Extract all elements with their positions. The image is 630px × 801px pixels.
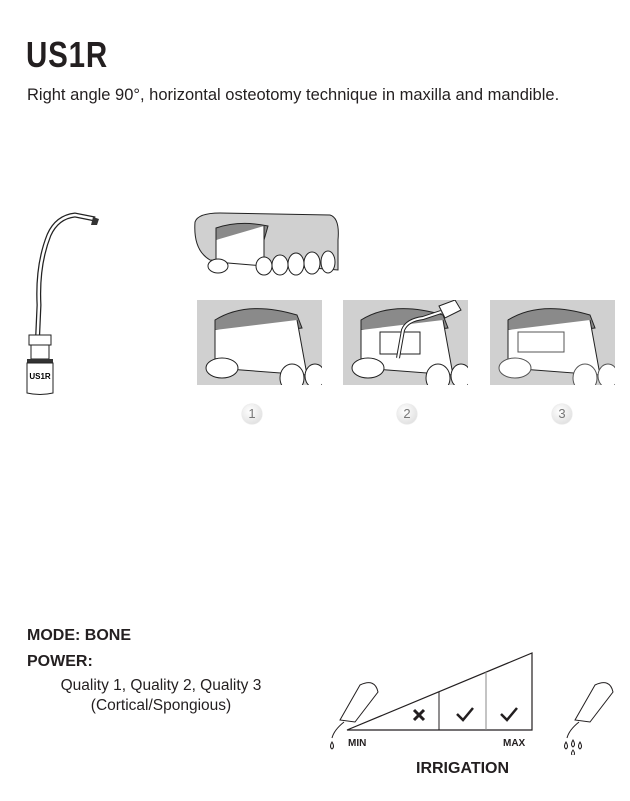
check-icon	[500, 707, 518, 722]
overview-jaw-illustration	[194, 212, 339, 276]
irrigation-min-label: MIN	[348, 738, 367, 749]
step-number-2: 2	[397, 404, 417, 424]
step-3-illustration	[490, 300, 615, 385]
page-title: US1R	[26, 34, 109, 75]
irrigation-max-label: MAX	[503, 738, 526, 749]
irrigation-scale	[330, 652, 614, 755]
handpiece-min-icon	[330, 682, 379, 750]
instrument-tip-illustration: US1R	[26, 212, 99, 395]
power-quality: Quality 1, Quality 2, Quality 3 (Cortica…	[27, 676, 295, 716]
quality-levels: Quality 1, Quality 2, Quality 3	[60, 677, 262, 694]
page-subtitle: Right angle 90°, horizontal osteotomy te…	[27, 86, 560, 104]
bone-type: (Cortical/Spongious)	[90, 697, 232, 714]
irrigation-label: IRRIGATION	[416, 760, 510, 777]
cross-icon	[412, 708, 426, 722]
step-number-1: 1	[242, 404, 262, 424]
mode-label: MODE: BONE	[27, 627, 131, 644]
step-number-3: 3	[552, 404, 572, 424]
power-label: POWER:	[27, 653, 93, 670]
handpiece-max-icon	[564, 682, 614, 755]
check-icon	[456, 707, 474, 722]
step-2-illustration	[343, 300, 468, 385]
instrument-label: US1R	[29, 372, 51, 381]
step-1-illustration	[197, 300, 322, 385]
